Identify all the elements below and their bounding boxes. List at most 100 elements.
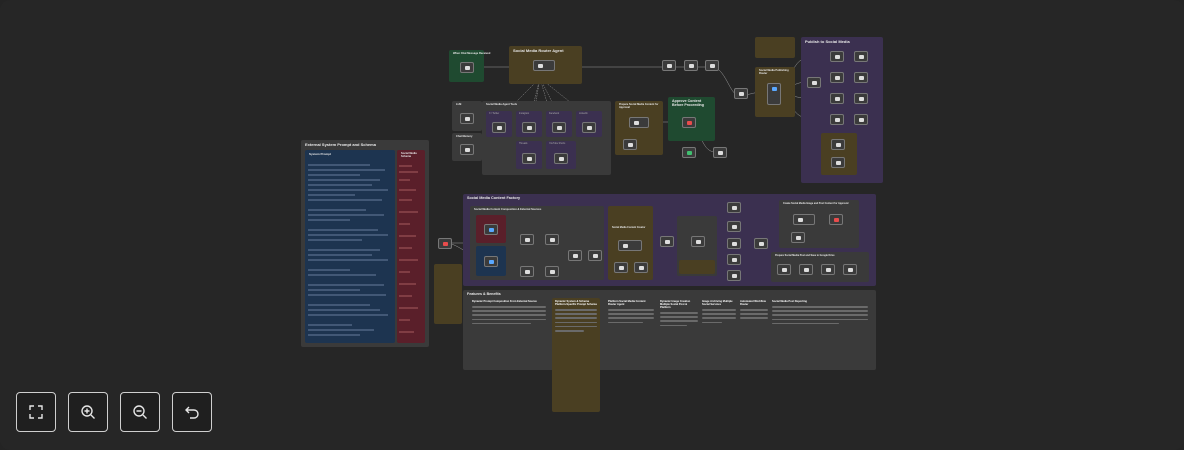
publish-group: Publish to Social Media [801,37,883,183]
merge-node[interactable] [568,250,582,261]
check-approval-node[interactable] [682,147,696,158]
publish-node[interactable] [830,51,844,62]
merge-icon [573,254,578,258]
publish-node[interactable] [831,139,845,150]
zoom-in-button[interactable] [68,392,108,432]
undo-icon [185,406,199,419]
memory-icon [465,148,470,152]
feature-column: Automated Workflow Router [740,300,768,322]
edit-node-3[interactable] [705,60,719,71]
feature-column: Dynamic Image Creation Multiple Social P… [660,300,698,329]
publish-node[interactable] [854,72,868,83]
fit-view-button[interactable] [16,392,56,432]
trigger-icon [443,242,448,246]
drive-node[interactable] [821,264,835,275]
edit-node[interactable] [520,234,534,245]
source-node[interactable] [484,256,498,267]
robot-icon [538,64,543,68]
image-node[interactable] [727,270,741,281]
memory-node[interactable] [634,262,648,273]
content-agent-node[interactable] [618,240,642,251]
feature-column: Platform Social Media Content Router Age… [608,300,654,326]
approve-node[interactable] [682,117,696,128]
tool-node[interactable] [554,153,568,164]
image-switch-node[interactable] [691,236,705,247]
tool-node[interactable] [522,122,536,133]
edit-node[interactable] [520,266,534,277]
edit-node-2[interactable] [684,60,698,71]
prepare-content-node[interactable] [629,117,649,128]
drive-node[interactable] [843,264,857,275]
group-title: When Chat Message Received [453,52,491,55]
group-title: Social Media Content Factory [467,196,521,200]
llm-node[interactable] [460,113,474,124]
group-title: Social Media Content Composition & Exter… [474,208,542,211]
edit-node[interactable] [545,266,559,277]
tool-icon [559,157,564,161]
drive-node[interactable] [799,264,813,275]
merge-icon [739,92,744,96]
reset-zoom-button[interactable] [172,392,212,432]
publish-node[interactable] [830,93,844,104]
approve-icon [834,218,839,222]
drive-node[interactable] [777,264,791,275]
canvas-toolbar [16,392,212,432]
publish-sub-note [821,133,857,175]
tool-node[interactable] [492,122,506,133]
image-node[interactable] [727,238,741,249]
tool-node[interactable] [522,153,536,164]
image-icon [732,258,737,262]
tool-x[interactable]: X / Twitter [486,111,512,137]
notify-node[interactable] [713,147,727,158]
tool-threads[interactable]: Threads [516,141,542,169]
switch-node[interactable] [767,83,781,105]
feature-title: Dynamic System & Schema Platform-Specifi… [555,300,597,306]
edit-node[interactable] [588,250,602,261]
edit-node[interactable] [545,234,559,245]
factory-trigger-node[interactable] [438,238,452,249]
tool-node[interactable] [552,122,566,133]
publish-node[interactable] [854,114,868,125]
publish-icon [835,118,840,122]
image-node[interactable] [727,221,741,232]
publish-icon [859,97,864,101]
publish-node[interactable] [807,77,821,88]
tool-facebook[interactable]: Facebook [546,111,572,137]
llm-node[interactable] [791,232,805,243]
llm-small-node[interactable] [623,139,637,150]
publish-node[interactable] [854,51,868,62]
publish-node[interactable] [854,93,868,104]
tool-icon [557,126,562,130]
system-prompt-note: System Prompt [305,150,395,343]
memory-node[interactable] [460,144,474,155]
tool-linkedin[interactable]: LinkedIn [576,111,602,137]
group-title: Chat Memory [456,135,473,138]
publish-node[interactable] [831,157,845,168]
image-approve-node[interactable] [829,214,843,225]
group-title: Social Media Agent Tools [486,103,518,106]
edit-node-1[interactable] [662,60,676,71]
publish-node[interactable] [830,72,844,83]
llm-node[interactable] [614,262,628,273]
source-node[interactable] [484,224,498,235]
chat-trigger-node[interactable] [460,62,474,73]
tool-instagram[interactable]: Instagram [516,111,542,137]
edit-icon [710,64,715,68]
zoom-out-button[interactable] [120,392,160,432]
approve-icon [687,121,692,125]
mail-icon [718,151,723,155]
drive-icon [848,268,853,272]
robot-icon [798,218,803,222]
tool-node[interactable] [582,122,596,133]
edit-node[interactable] [660,236,674,247]
merge-node[interactable] [754,238,768,249]
tool-youtube[interactable]: YouTube Shorts [546,141,576,169]
publish-node[interactable] [830,114,844,125]
image-node[interactable] [727,254,741,265]
image-node[interactable] [727,202,741,213]
merge-node[interactable] [734,88,748,99]
robot-icon [623,244,628,248]
image-agent-node[interactable] [793,214,815,225]
router-agent-node[interactable] [533,60,555,71]
